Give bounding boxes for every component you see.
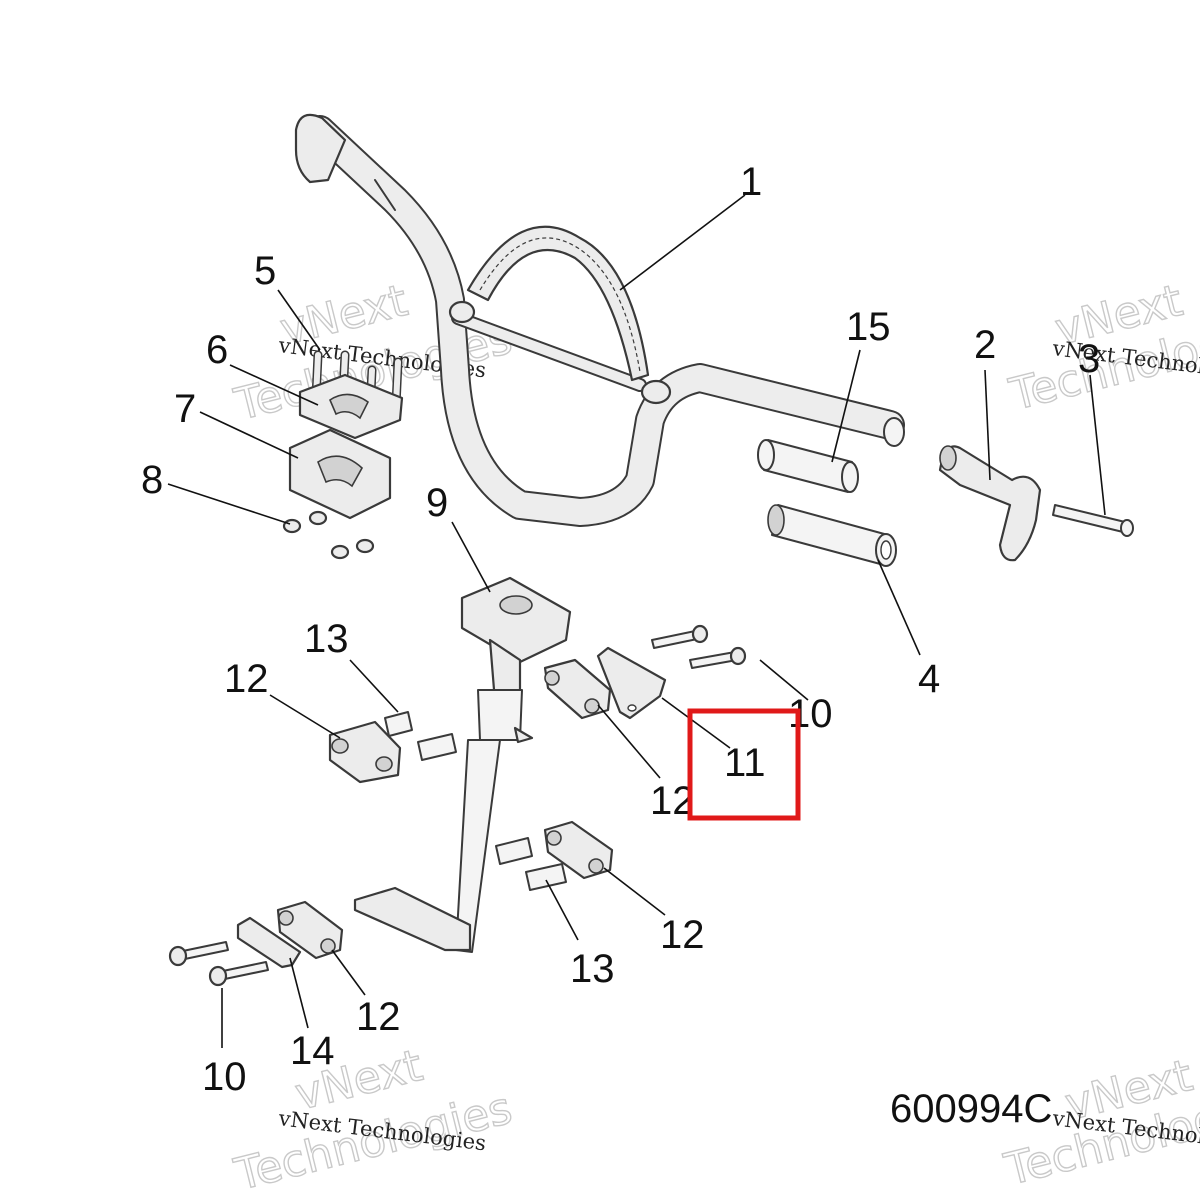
callout-labels: 1 2 3 4 5 6 7 8 9 10 10 11 12 12 12 12 1… [141, 160, 1100, 1099]
callout-10-bottom: 10 [202, 1055, 247, 1099]
callout-1: 1 [740, 160, 762, 204]
leader-lines [167, 194, 1106, 1048]
watermark-bottom-left: vNext Technologies vNext Technologies [229, 1039, 518, 1200]
grip-tube-part-15 [757, 439, 859, 493]
clamp-blocks-part-12 [276, 658, 614, 960]
callout-13-upper: 13 [304, 617, 349, 661]
nuts-part-8 [282, 510, 375, 560]
callout-9: 9 [426, 481, 448, 525]
callout-15: 15 [846, 305, 891, 349]
figure-id: 600994C [890, 1087, 1052, 1131]
bolts-part-10 [168, 624, 747, 987]
watermark-top-right: vNext Technologies vNext Technologies [1004, 274, 1200, 421]
handlebar-part [294, 113, 905, 527]
callout-6: 6 [206, 328, 228, 372]
callout-10-right: 10 [788, 692, 833, 736]
callout-8: 8 [141, 458, 163, 502]
callout-7: 7 [174, 387, 196, 431]
callout-4: 4 [918, 657, 940, 701]
callout-12-center: 12 [650, 779, 695, 823]
lower-clamp-part-7 [288, 428, 392, 520]
steering-column-part-9 [353, 576, 572, 953]
pivot-pin-part-3 [1052, 504, 1134, 537]
callout-11-highlight-box [687, 708, 801, 821]
bracket-plate-part-11 [596, 646, 667, 720]
spacers-part-13 [384, 711, 567, 891]
callout-11: 11 [724, 741, 766, 785]
callout-12-lower: 12 [660, 913, 705, 957]
lever-part-2 [938, 445, 1042, 562]
throttle-grip-part-4 [767, 504, 897, 567]
callout-12-left: 12 [224, 657, 269, 701]
upper-clamp-part-6 [298, 373, 404, 440]
callout-14: 14 [290, 1029, 335, 1073]
callout-12-bottom: 12 [356, 995, 401, 1039]
callout-2: 2 [974, 323, 996, 367]
callout-3: 3 [1078, 337, 1100, 381]
callout-5: 5 [254, 249, 276, 293]
callout-13-lower: 13 [570, 947, 615, 991]
